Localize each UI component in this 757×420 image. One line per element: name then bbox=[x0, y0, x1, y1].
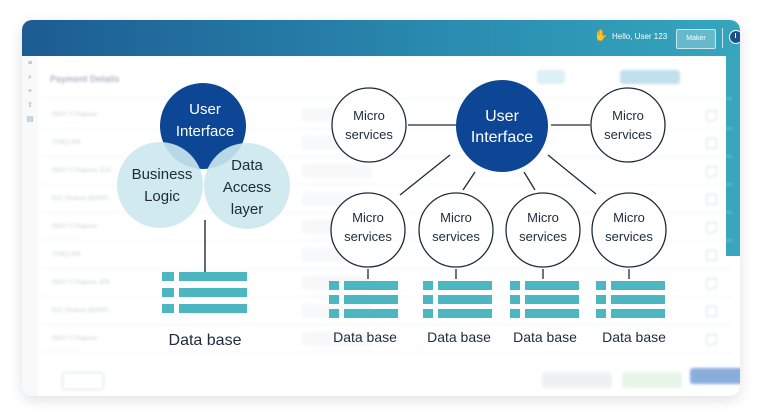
role-button[interactable]: Maker bbox=[676, 29, 716, 49]
business-logic-label-1: Business bbox=[132, 166, 193, 183]
microservice-bottom-4: Micro services bbox=[591, 192, 667, 268]
monolith-database-icon bbox=[162, 272, 247, 313]
data-access-label-2: Access bbox=[223, 179, 271, 196]
svg-text:services: services bbox=[345, 127, 393, 142]
bg-row-divider bbox=[42, 184, 732, 185]
bg-row-label: EBAY 0 Shabura, EOL bbox=[52, 168, 113, 174]
business-logic-label-2: Logic bbox=[144, 188, 180, 205]
bg-row-checkbox bbox=[706, 166, 717, 177]
bg-row-label: EBAY 0 Shabura bbox=[52, 224, 97, 230]
micro-ui-label-1: User bbox=[485, 108, 519, 125]
power-icon[interactable] bbox=[729, 30, 740, 44]
svg-text:services: services bbox=[519, 229, 567, 244]
svg-text:Micro: Micro bbox=[612, 108, 644, 123]
ui-label-1: User bbox=[189, 101, 221, 118]
bg-row-checkbox bbox=[706, 306, 717, 317]
bg-button bbox=[620, 70, 680, 84]
svg-text:Micro: Micro bbox=[353, 108, 385, 123]
right-accent-band bbox=[726, 56, 740, 256]
svg-text:Micro: Micro bbox=[352, 210, 384, 225]
ui-circle bbox=[160, 83, 246, 169]
micro-database-icon-1 bbox=[329, 281, 398, 318]
svg-text:Micro: Micro bbox=[440, 210, 472, 225]
svg-text:services: services bbox=[344, 229, 392, 244]
search-icon[interactable]: ⌕ bbox=[28, 74, 32, 81]
bg-row-checkbox bbox=[706, 334, 717, 345]
microservice-top-right: Micro services bbox=[590, 87, 666, 163]
header-divider bbox=[722, 28, 723, 48]
menu-icon[interactable]: ≡ bbox=[27, 60, 33, 67]
bg-row-checkbox bbox=[706, 138, 717, 149]
bg-row-label: CSRQ IPB bbox=[52, 140, 81, 146]
svg-text:services: services bbox=[605, 229, 653, 244]
bg-row-divider bbox=[42, 352, 732, 353]
business-logic-circle bbox=[117, 142, 203, 228]
microservice-bottom-2: Micro services bbox=[418, 192, 494, 268]
bg-row-divider bbox=[42, 268, 732, 269]
bg-row-checkbox bbox=[706, 278, 717, 289]
bg-row-label: EBAY 0 Shabura JPB bbox=[52, 280, 110, 286]
left-rail: ≡ ⌕ + ⇧ ▤ bbox=[22, 56, 38, 396]
data-access-label-3: layer bbox=[231, 201, 264, 218]
page-title: Payment Details bbox=[50, 74, 120, 84]
microservice-bottom-3: Micro services bbox=[505, 192, 581, 268]
micro-database-label-4: Data base bbox=[602, 329, 666, 345]
bg-row-label: CSRQ IPB bbox=[52, 252, 81, 258]
data-access-label-1: Data bbox=[231, 157, 263, 174]
wave-icon: ✋ bbox=[594, 30, 608, 42]
bg-row-label: ECL Finance (BSNP) bbox=[52, 196, 109, 202]
micro-ui-circle bbox=[456, 80, 548, 172]
microservice-bottom-1: Micro services bbox=[330, 192, 406, 268]
add-icon[interactable]: + bbox=[27, 88, 33, 95]
monolith-database-label: Data base bbox=[169, 332, 242, 349]
micro-database-label-1: Data base bbox=[333, 329, 397, 345]
microservice-connectors bbox=[367, 124, 630, 279]
micro-ui-label-2: Interface bbox=[471, 129, 533, 146]
bg-button bbox=[537, 70, 565, 84]
svg-text:Micro: Micro bbox=[613, 210, 645, 225]
micro-database-icon-2 bbox=[423, 281, 492, 318]
bg-row-label: EBAY 0 Shabura bbox=[52, 112, 97, 118]
bg-row-label: EBAY 0 Shabura bbox=[52, 336, 97, 342]
micro-database-icon-4 bbox=[596, 281, 665, 318]
bg-row-checkbox bbox=[706, 222, 717, 233]
bg-row-field bbox=[302, 164, 372, 178]
svg-text:services: services bbox=[432, 229, 480, 244]
svg-text:Micro: Micro bbox=[527, 210, 559, 225]
upload-icon[interactable]: ⇧ bbox=[27, 102, 33, 109]
bg-row-checkbox bbox=[706, 194, 717, 205]
microservice-top-left: Micro services bbox=[331, 87, 407, 163]
micro-database-label-2: Data base bbox=[427, 329, 491, 345]
ui-label-2: Interface bbox=[176, 123, 234, 140]
bg-row-field bbox=[302, 332, 372, 346]
bg-row-checkbox bbox=[706, 110, 717, 121]
file-icon[interactable]: ▤ bbox=[26, 116, 34, 123]
greeting: Hello, User 123 bbox=[612, 32, 668, 41]
data-access-circle bbox=[204, 143, 290, 229]
micro-database-icon-3 bbox=[510, 281, 579, 318]
bg-row-label: ECL Finance (BSNP) bbox=[52, 308, 109, 314]
bg-row-checkbox bbox=[706, 250, 717, 261]
micro-database-label-3: Data base bbox=[513, 329, 577, 345]
top-bar bbox=[22, 20, 740, 56]
svg-text:services: services bbox=[604, 127, 652, 142]
bg-row-divider bbox=[42, 324, 732, 325]
